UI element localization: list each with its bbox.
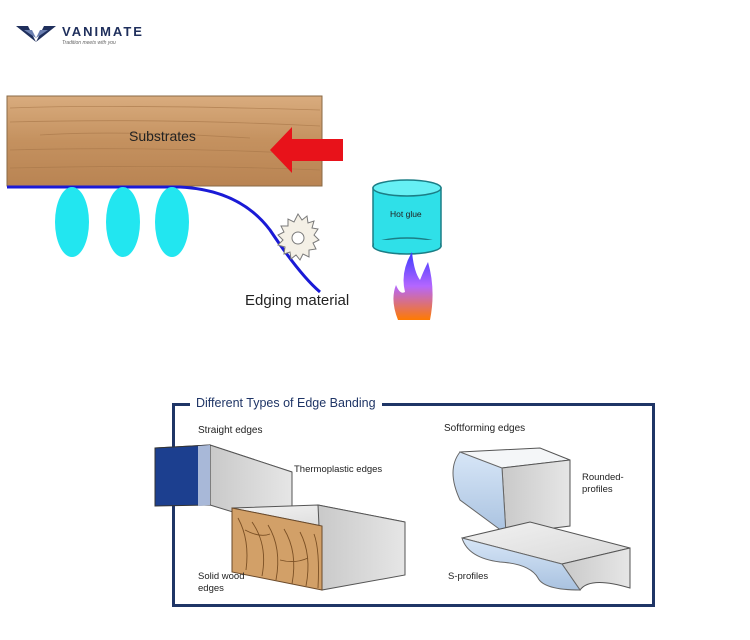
thermoplastic-edges-label: Thermoplastic edges (294, 464, 383, 475)
edge-banding-process-diagram (6, 95, 442, 320)
logo: VANIMATE Tradition meets with you (14, 22, 154, 52)
solid-wood-edge-block (231, 504, 406, 591)
softforming-edges-heading: Softforming edges (444, 423, 526, 434)
flame-icon (393, 252, 433, 320)
edging-material-label: Edging material (245, 292, 350, 309)
edge-types-illustration (154, 444, 631, 591)
rounded-profile-block (452, 447, 571, 536)
straight-edges-heading: Straight edges (198, 425, 263, 436)
pressure-roller (55, 187, 89, 257)
substrates-label: Substrates (129, 128, 196, 144)
pressure-roller (155, 187, 189, 257)
hot-glue-label: Hot glue (390, 209, 422, 219)
pressure-roller (106, 187, 140, 257)
rounded-profiles-label: Rounded- profiles (582, 472, 624, 495)
logo-mark-icon (16, 26, 56, 42)
solid-wood-edges-label: Solid wood edges (198, 571, 245, 594)
s-profiles-label: S-profiles (448, 571, 489, 582)
hot-glue-pot (372, 179, 442, 255)
s-profile-block (461, 521, 631, 591)
saw-blade-icon (277, 213, 320, 261)
logo-tagline: Tradition meets with you (62, 40, 116, 46)
feed-direction-arrow-icon (270, 127, 343, 173)
logo-name: VANIMATE (62, 24, 144, 39)
panel-title: Different Types of Edge Banding (190, 396, 382, 410)
edging-material-line (7, 185, 321, 294)
